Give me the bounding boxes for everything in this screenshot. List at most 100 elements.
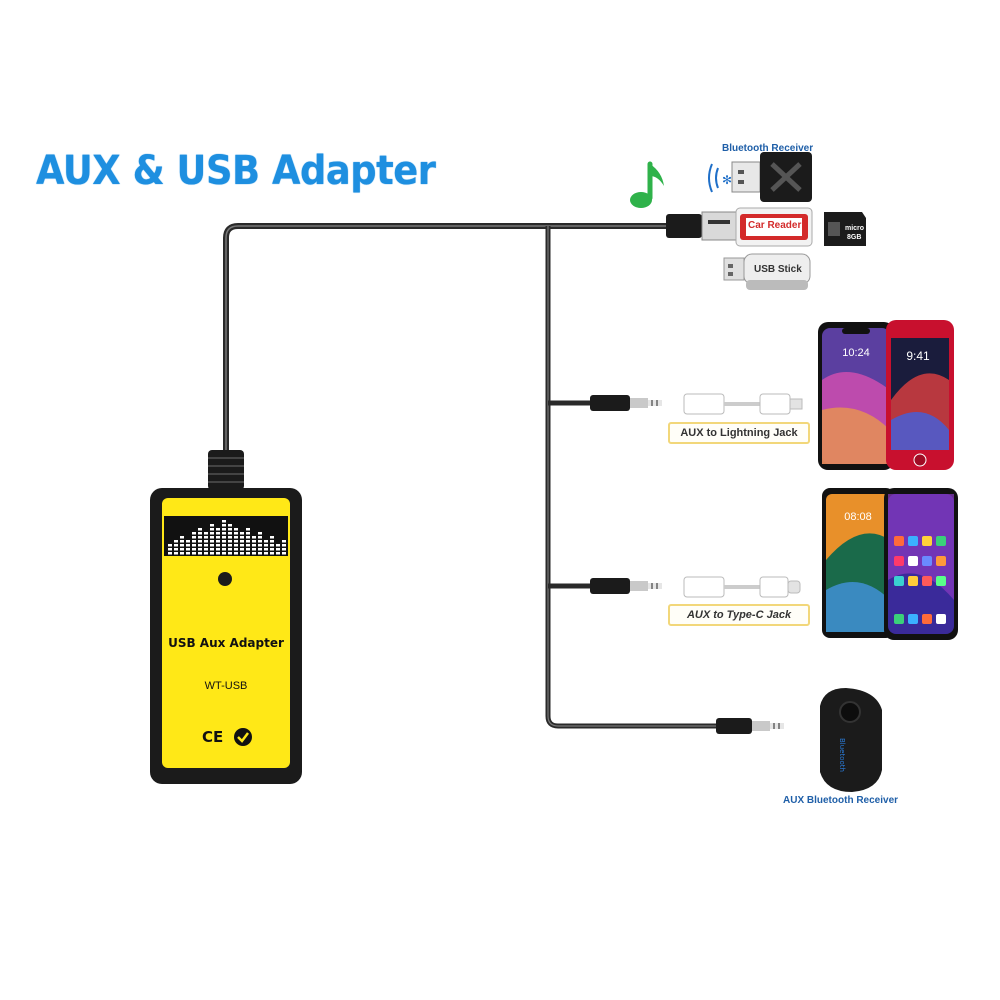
car-reader	[735, 207, 813, 247]
lightning-aux-plug	[590, 395, 662, 411]
equalizer-segment	[264, 552, 268, 555]
equalizer-segment	[270, 536, 274, 539]
equalizer-segment	[246, 536, 250, 539]
equalizer-segment	[216, 544, 220, 547]
huawei-time: 08:08	[844, 511, 872, 523]
equalizer-segment	[222, 540, 226, 543]
ce-mark-icon: CE	[202, 728, 224, 746]
device-faceplate: USB Aux Adapter WT-USB CE	[162, 498, 290, 768]
equalizer-segment	[180, 536, 184, 539]
equalizer-segment	[276, 548, 280, 551]
equalizer-segment	[252, 540, 256, 543]
equalizer-segment	[216, 532, 220, 535]
device-name: USB Aux Adapter	[168, 636, 284, 650]
equalizer-segment	[228, 528, 232, 531]
equalizer-segment	[228, 540, 232, 543]
typec-aux-plug	[590, 578, 662, 594]
equalizer-segment	[198, 532, 202, 535]
iphone-8-time: 9:41	[906, 349, 930, 363]
bluetooth-aux-receiver: Bluetooth	[820, 688, 882, 792]
equalizer-segment	[204, 552, 208, 555]
aux-bluetooth-receiver-label: AUX Bluetooth Receiver	[783, 795, 899, 806]
equalizer-segment	[216, 528, 220, 531]
equalizer-segment	[252, 552, 256, 555]
usb-stick-label: USB Stick	[754, 264, 802, 275]
equalizer-segment	[240, 552, 244, 555]
equalizer-segment	[222, 552, 226, 555]
phone-xiaomi	[884, 488, 958, 640]
equalizer-segment	[246, 540, 250, 543]
lightning-jack-tag: AUX to Lightning Jack	[668, 422, 810, 444]
equalizer-segment	[240, 536, 244, 539]
equalizer-segment	[168, 544, 172, 547]
usb-plug	[666, 211, 737, 241]
bluetooth-receiver-label: Bluetooth Receiver	[722, 143, 814, 154]
equalizer-segment	[246, 528, 250, 531]
equalizer-segment	[252, 548, 256, 551]
equalizer-segment	[210, 552, 214, 555]
device-model: WT-USB	[204, 680, 248, 692]
equalizer-segment	[264, 540, 268, 543]
cross-icon	[770, 162, 802, 192]
equalizer-segment	[264, 544, 268, 547]
equalizer-segment	[180, 540, 184, 543]
equalizer-segment	[186, 540, 190, 543]
equalizer-segment	[276, 544, 280, 547]
equalizer-segment	[270, 548, 274, 551]
equalizer-segment	[198, 536, 202, 539]
equalizer-graphic	[164, 516, 288, 556]
equalizer-segment	[192, 552, 196, 555]
equalizer-segment	[228, 524, 232, 527]
car-reader-label: Car Reader	[748, 220, 802, 231]
equalizer-segment	[234, 532, 238, 535]
equalizer-segment	[192, 548, 196, 551]
bt-aux-plug	[716, 718, 784, 734]
lightning-adapter	[683, 393, 803, 415]
equalizer-segment	[258, 552, 262, 555]
usb-stick	[723, 253, 811, 290]
equalizer-segment	[240, 532, 244, 535]
equalizer-segment	[210, 532, 214, 535]
equalizer-segment	[228, 536, 232, 539]
indicator-led	[218, 572, 232, 586]
check-mark-icon	[234, 728, 252, 746]
main-cable	[223, 223, 672, 452]
equalizer-segment	[192, 532, 196, 535]
equalizer-segment	[210, 548, 214, 551]
equalizer-segment	[180, 544, 184, 547]
equalizer-segment	[216, 540, 220, 543]
bt-device-text: Bluetooth	[838, 738, 846, 772]
equalizer-segment	[270, 552, 274, 555]
equalizer-segment	[186, 552, 190, 555]
equalizer-segment	[234, 552, 238, 555]
equalizer-segment	[240, 540, 244, 543]
equalizer-segment	[192, 536, 196, 539]
music-note-icon	[630, 161, 664, 208]
equalizer-segment	[216, 548, 220, 551]
equalizer-segment	[180, 548, 184, 551]
micro-sd-card	[824, 212, 866, 246]
wireless-icon	[708, 163, 719, 193]
equalizer-segment	[258, 544, 262, 547]
equalizer-segment	[216, 536, 220, 539]
equalizer-segment	[240, 544, 244, 547]
equalizer-segment	[246, 548, 250, 551]
typec-adapter	[683, 576, 801, 598]
equalizer-segment	[222, 532, 226, 535]
branch-cable	[545, 226, 722, 729]
equalizer-segment	[234, 536, 238, 539]
equalizer-segment	[228, 548, 232, 551]
equalizer-segment	[210, 528, 214, 531]
equalizer-segment	[228, 532, 232, 535]
sd-card-brand: micro	[845, 225, 865, 232]
equalizer-segment	[204, 544, 208, 547]
equalizer-segment	[204, 536, 208, 539]
equalizer-segment	[204, 548, 208, 551]
equalizer-segment	[246, 532, 250, 535]
equalizer-segment	[282, 540, 286, 543]
typec-jack-tag: AUX to Type-C Jack	[668, 604, 810, 626]
equalizer-segment	[228, 544, 232, 547]
equalizer-segment	[222, 544, 226, 547]
equalizer-segment	[174, 540, 178, 543]
equalizer-segment	[258, 540, 262, 543]
